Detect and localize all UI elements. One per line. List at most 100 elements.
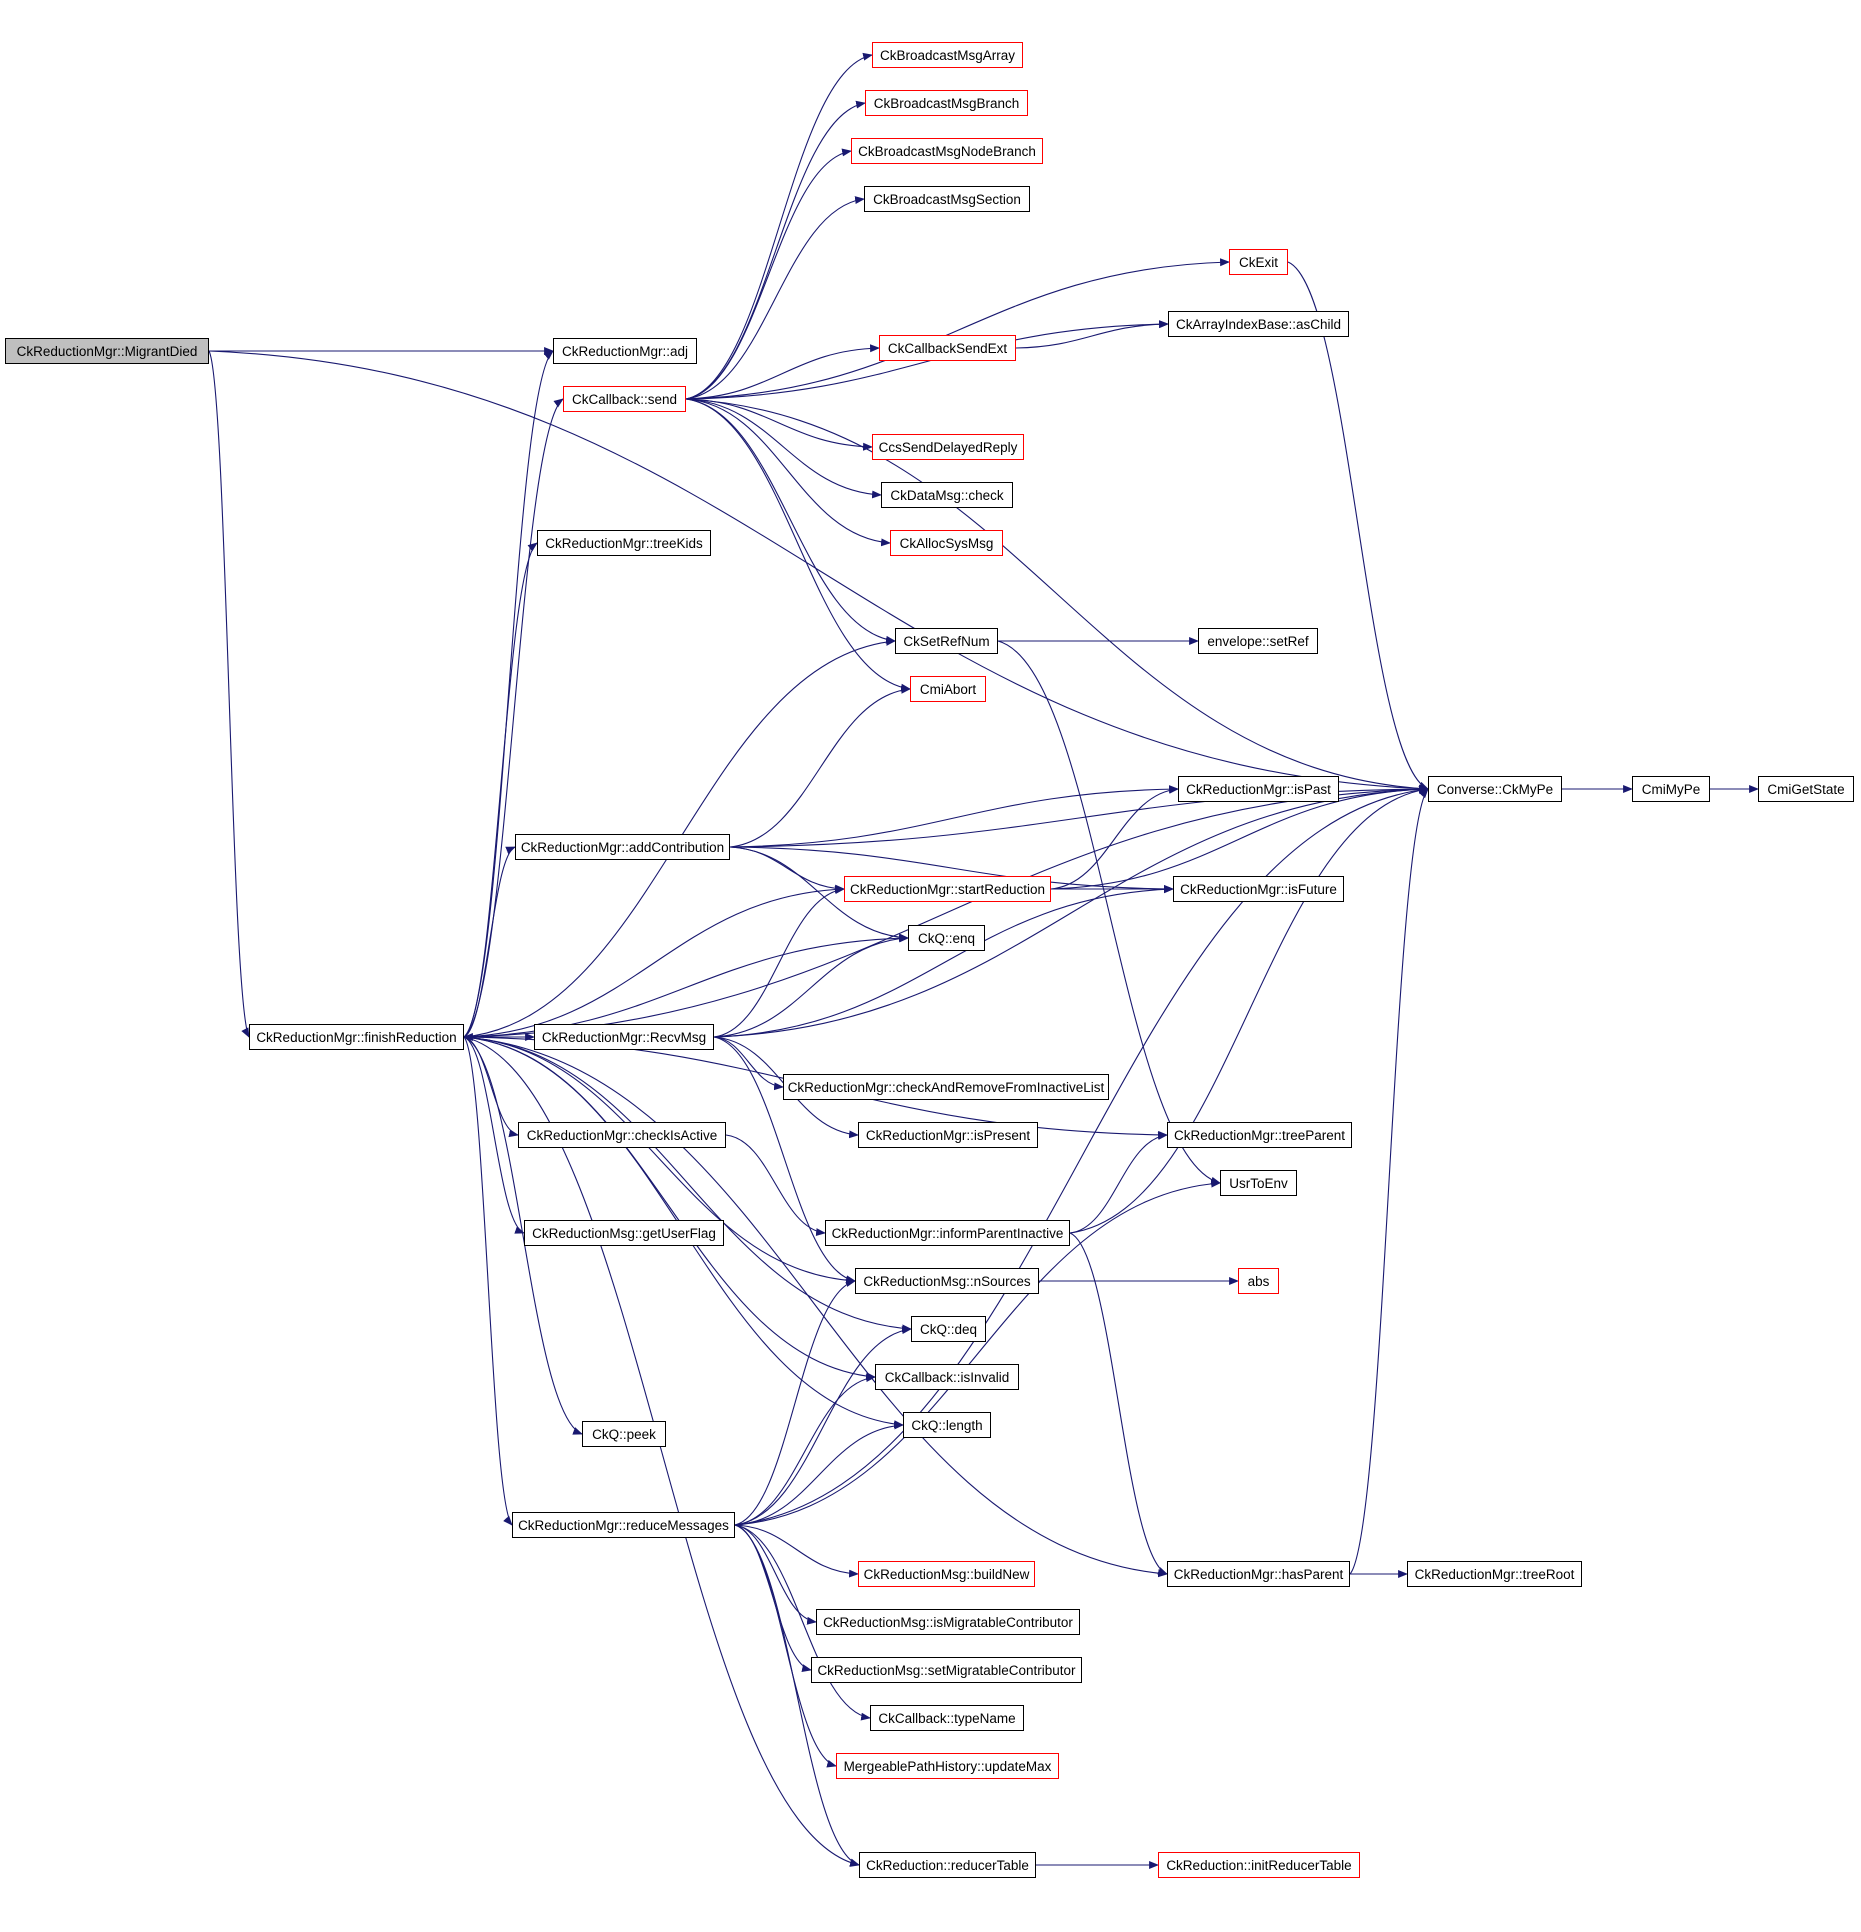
call-edge-finish-to-myPe	[463, 785, 1429, 1038]
call-edge-send-to-alloc	[685, 398, 891, 547]
graph-node-recv[interactable]: CkReductionMgr::RecvMsg	[534, 1024, 714, 1050]
call-edge-send-to-bBranch	[685, 100, 866, 400]
graph-node-ck-exit[interactable]: CkExit	[1229, 249, 1288, 275]
graph-node-set-ref-num[interactable]: CkSetRefNum	[895, 628, 998, 654]
call-edge-reduceMsgs-to-deq	[734, 1326, 912, 1526]
call-edge-startRed-to-isPast	[1050, 785, 1179, 890]
graph-node-send[interactable]: CkCallback::send	[563, 386, 686, 412]
graph-node-set-mig[interactable]: CkReductionMsg::setMigratableContributor	[811, 1657, 1082, 1683]
call-edge-MigrantDied-to-finish	[208, 350, 250, 1038]
graph-node-b-section[interactable]: CkBroadcastMsgSection	[864, 186, 1030, 212]
call-edge-addContrib-to-abort	[729, 685, 911, 848]
call-edge-finish-to-reducerTable	[463, 1036, 860, 1867]
call-edge-finish-to-hasParent	[463, 1036, 1168, 1578]
call-edge-finish-to-nSources	[463, 1036, 856, 1285]
graph-node-send-ext[interactable]: CkCallbackSendExt	[879, 335, 1016, 361]
call-edge-inform-to-treeParent	[1069, 1132, 1168, 1234]
graph-node-is-mig[interactable]: CkReductionMsg::isMigratableContributor	[816, 1609, 1080, 1635]
call-edge-reduceMsgs-to-usrToEnv	[734, 1179, 1221, 1526]
call-edge-send-to-sendExt	[685, 344, 880, 400]
graph-node-peek[interactable]: CkQ::peek	[582, 1421, 666, 1447]
graph-node-abs[interactable]: abs	[1238, 1268, 1279, 1294]
call-edge-finish-to-startRed	[463, 885, 845, 1038]
graph-node-usr-to-env[interactable]: UsrToEnv	[1220, 1170, 1297, 1196]
call-edge-finish-to-reduceMsgs	[463, 1036, 513, 1526]
graph-node-dcheck[interactable]: CkDataMsg::check	[881, 482, 1013, 508]
call-edge-recv-to-nSources	[713, 1036, 856, 1284]
call-edge-addContrib-to-enq	[729, 846, 909, 942]
graph-node-tree-kids[interactable]: CkReductionMgr::treeKids	[537, 530, 711, 556]
call-edge-send-to-ccs	[685, 398, 873, 451]
call-edge-finish-to-peek	[463, 1036, 583, 1435]
call-edge-addContrib-to-isFuture	[729, 846, 1174, 893]
graph-node-type-name[interactable]: CkCallback::typeName	[870, 1705, 1024, 1731]
graph-node-migrant-died[interactable]: CkReductionMgr::MigrantDied	[5, 338, 209, 364]
call-edge-finish-to-enq	[463, 934, 909, 1038]
graph-node-start-red[interactable]: CkReductionMgr::startReduction	[844, 876, 1051, 902]
call-edge-MigrantDied-to-myPe	[208, 350, 1429, 793]
call-edge-reduceMsgs-to-isInvalid	[734, 1374, 876, 1526]
call-edge-recv-to-checkRemove	[713, 1036, 784, 1091]
graph-node-enq[interactable]: CkQ::enq	[908, 925, 985, 951]
call-edge-finish-to-userFlag	[463, 1036, 525, 1234]
call-edge-inform-to-hasParent	[1069, 1232, 1168, 1575]
call-edge-recv-to-startRed	[713, 886, 845, 1038]
graph-node-inform[interactable]: CkReductionMgr::informParentInactive	[825, 1220, 1070, 1246]
graph-node-n-sources[interactable]: CkReductionMsg::nSources	[855, 1268, 1039, 1294]
call-edge-finish-to-treeKids	[463, 542, 538, 1038]
graph-node-user-flag[interactable]: CkReductionMsg::getUserFlag	[524, 1220, 724, 1246]
call-edge-addContrib-to-isPast	[729, 785, 1179, 848]
call-edge-reduceMsgs-to-nSources	[734, 1279, 856, 1526]
call-edge-finish-to-send	[463, 398, 564, 1038]
call-edge-recv-to-enq	[713, 934, 909, 1038]
call-edge-reduceMsgs-to-isMig	[734, 1524, 817, 1625]
graph-node-finish[interactable]: CkReductionMgr::finishReduction	[249, 1024, 464, 1050]
graph-node-tree-root[interactable]: CkReductionMgr::treeRoot	[1407, 1561, 1582, 1587]
call-edge-send-to-asChild	[685, 320, 1169, 400]
graph-node-alloc[interactable]: CkAllocSysMsg	[890, 530, 1003, 556]
graph-node-get-state[interactable]: CmiGetState	[1758, 776, 1854, 802]
call-edge-send-to-CkExit	[685, 258, 1230, 400]
call-edge-reduceMsgs-to-typeName	[734, 1524, 871, 1721]
graph-node-add-contrib[interactable]: CkReductionMgr::addContribution	[515, 834, 730, 860]
graph-node-check-remove[interactable]: CkReductionMgr::checkAndRemoveFromInacti…	[783, 1074, 1109, 1100]
graph-node-is-past[interactable]: CkReductionMgr::isPast	[1178, 776, 1339, 802]
graph-node-deq[interactable]: CkQ::deq	[911, 1316, 986, 1342]
graph-node-ccs[interactable]: CcsSendDelayedReply	[872, 434, 1024, 460]
graph-node-reducer-table[interactable]: CkReduction::reducerTable	[859, 1852, 1036, 1878]
call-edge-setRefNum-to-usrToEnv	[997, 640, 1221, 1185]
graph-node-set-ref[interactable]: envelope::setRef	[1198, 628, 1318, 654]
graph-node-abort[interactable]: CmiAbort	[910, 676, 986, 702]
graph-node-b-array[interactable]: CkBroadcastMsgArray	[872, 42, 1023, 68]
call-edge-finish-to-addContrib	[463, 846, 516, 1038]
graph-node-update-max[interactable]: MergeablePathHistory::updateMax	[836, 1753, 1059, 1779]
graph-node-b-branch[interactable]: CkBroadcastMsgBranch	[865, 90, 1028, 116]
graph-node-is-invalid[interactable]: CkCallback::isInvalid	[875, 1364, 1019, 1390]
graph-node-has-parent[interactable]: CkReductionMgr::hasParent	[1167, 1561, 1350, 1587]
call-edge-send-to-myPe	[685, 398, 1429, 793]
graph-node-b-node[interactable]: CkBroadcastMsgNodeBranch	[851, 138, 1043, 164]
graph-node-check-active[interactable]: CkReductionMgr::checkIsActive	[518, 1122, 726, 1148]
graph-node-as-child[interactable]: CkArrayIndexBase::asChild	[1168, 311, 1349, 337]
graph-node-is-present[interactable]: CkReductionMgr::isPresent	[858, 1122, 1038, 1148]
call-edge-reduceMsgs-to-length	[734, 1421, 904, 1526]
call-edge-send-to-setRefNum	[685, 398, 896, 644]
call-edge-send-to-abort	[685, 398, 911, 692]
graph-node-length[interactable]: CkQ::length	[903, 1412, 991, 1438]
graph-node-is-future[interactable]: CkReductionMgr::isFuture	[1173, 876, 1344, 902]
graph-node-my-pe[interactable]: Converse::CkMyPe	[1428, 776, 1562, 802]
call-edge-reduceMsgs-to-buildNew	[734, 1524, 859, 1578]
graph-node-cmi-my-pe[interactable]: CmiMyPe	[1632, 776, 1710, 802]
call-edge-inform-to-myPe	[1069, 786, 1429, 1234]
graph-node-init-reducer[interactable]: CkReduction::initReducerTable	[1158, 1852, 1360, 1878]
call-edge-sendExt-to-asChild	[1015, 320, 1169, 349]
graph-node-tree-parent[interactable]: CkReductionMgr::treeParent	[1167, 1122, 1352, 1148]
call-edge-reduceMsgs-to-reducerTable	[734, 1524, 860, 1867]
call-edge-CkExit-to-myPe	[1287, 261, 1429, 790]
graph-node-reduce-msgs[interactable]: CkReductionMgr::reduceMessages	[512, 1512, 735, 1538]
graph-node-adj[interactable]: CkReductionMgr::adj	[553, 338, 697, 364]
call-edge-reduceMsgs-to-myPe	[734, 786, 1429, 1526]
call-edge-send-to-bNode	[685, 148, 852, 400]
graph-node-build-new[interactable]: CkReductionMsg::buildNew	[858, 1561, 1035, 1587]
